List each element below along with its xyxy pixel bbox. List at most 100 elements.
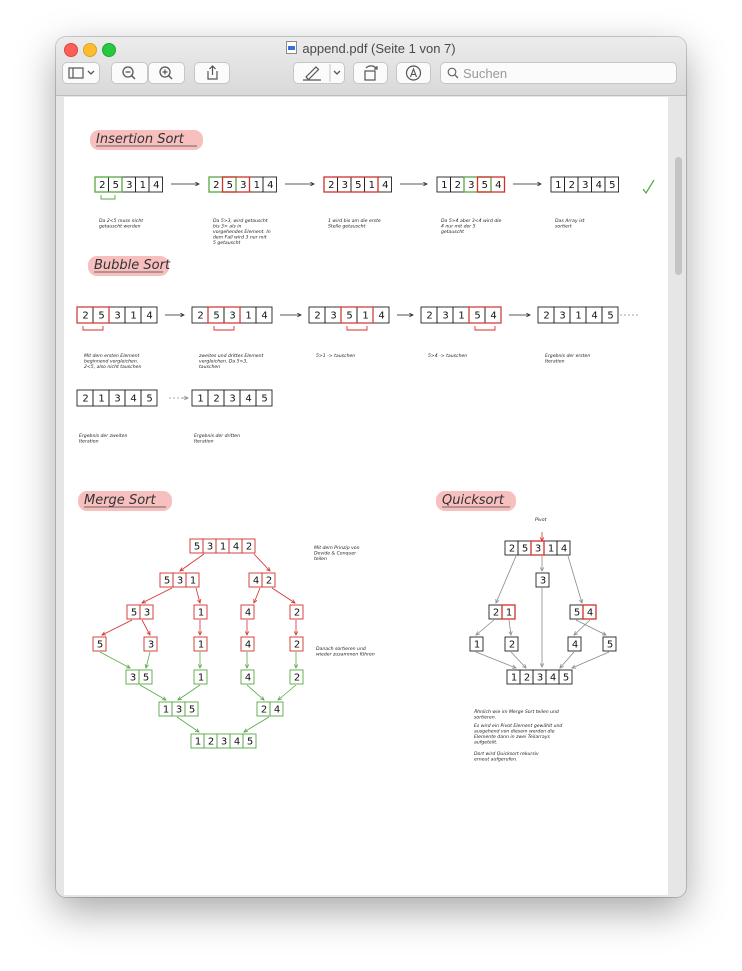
merge-arrow-head [197,664,203,669]
merge-array-value: 1 [220,542,226,553]
minimize-button[interactable] [83,43,97,57]
bubble-compare-box [468,306,502,324]
quick-array-value: 1 [474,640,480,651]
bubble-array-1-cell [140,306,158,324]
insertion-note: Da 2<5 muss nicht [99,218,143,224]
insertion-array-4-value: 2 [455,180,461,191]
merge-array-value: 2 [294,640,300,651]
bubble-array-4-value: 2 [426,311,432,322]
insertion-array-2-value: 4 [267,180,273,191]
merge-array-cell [240,669,255,685]
merge-arrow-head [266,567,271,572]
merge-array-cell [289,636,304,652]
share-button[interactable] [194,62,230,84]
bubble-array-2-value: 4 [261,311,267,322]
merge-arrow [176,716,200,733]
bubble-note: 2<5, also nicht tauschen [84,364,141,370]
quick-arrow-head [539,663,545,668]
search-input[interactable]: Suchen [440,62,677,84]
quick-arrow-head [511,664,517,669]
insertion-step-arrow-head [195,181,200,187]
close-button[interactable] [64,43,78,57]
insertion-array-4-value: 4 [495,180,501,191]
quick-array-value: 2 [509,544,515,555]
merge-array-value: 1 [198,673,204,684]
sidebar-toggle-button[interactable] [62,62,100,84]
bubble-note: zweites und drittes Element [198,353,264,359]
insertion-array-4-value: 1 [441,180,447,191]
quick-array-value: 3 [537,673,543,684]
insertion-step-arrow-head [423,181,428,187]
bubble-array-5-cell [601,306,619,324]
merge-arrow [177,684,201,701]
merge-array-cell [193,604,208,620]
quick-arrow [575,619,607,636]
bubble-note: Ergebnis der dritten [194,433,240,439]
merge-arrow [141,619,151,636]
merge-arrow-head [244,631,250,636]
merge-array-value: 4 [233,542,239,553]
merge-array-value: 1 [190,576,196,587]
bubble-note: Ergebnis der zweiten [79,433,127,439]
bubble-bracket [346,326,368,331]
merge-array-value: 1 [163,705,169,716]
bubble-note: 5>4 -> tauschen [428,353,467,359]
bubble-array-3-value: 2 [314,311,320,322]
annotate-button[interactable] [396,62,431,84]
zoom-in-button[interactable] [148,62,185,84]
insertion-note: bis 3> als in [213,224,241,230]
bubble-array-2-value: 5 [213,311,219,322]
bubble-array-7-cell [255,389,273,407]
merge-arrow-head [177,696,183,701]
title-bar: append.pdf (Seite 1 von 7) [56,37,686,96]
merge-arrow [101,619,133,636]
bubble-array-1-value: 4 [146,311,152,322]
quick-arrow [567,555,583,604]
insertion-array-2-value: 3 [240,180,246,191]
insertion-array-2-value: 1 [254,180,260,191]
quick-array-value: 4 [587,608,593,619]
bubble-array-2-value: 3 [229,311,235,322]
zoom-out-button[interactable] [111,62,148,84]
merge-arrow [271,587,296,604]
bubble-array-7-value: 3 [229,394,235,405]
quick-array-cell [567,636,582,652]
insertion-array-5-value: 4 [596,180,602,191]
insertion-array-3-value: 5 [355,180,361,191]
merge-array-value: 2 [261,705,267,716]
bubble-array-2-value: 2 [197,311,203,322]
bubble-array-4-value: 5 [474,311,480,322]
zoom-button[interactable] [102,43,116,57]
insertion-array-5-value: 1 [555,180,561,191]
insertion-array-5-value: 3 [582,180,588,191]
merge-arrow [145,651,151,669]
quick-arrow [475,651,517,669]
quick-array-value: 1 [511,673,517,684]
bubble-note: vergleichen. Da 5>3, [199,359,248,365]
insertion-array-1-value: 2 [99,180,105,191]
quick-arrow [571,651,610,669]
quick-arrow [475,619,495,636]
vertical-scrollbar[interactable] [675,157,682,275]
bubble-array-3-value: 4 [378,311,384,322]
merge-array-value: 3 [207,542,213,553]
merge-array-value: 5 [247,737,253,748]
merge-arrow [195,587,201,604]
bubble-note: Ergebnis der ersten [545,353,590,359]
quick-array-value: 2 [524,673,530,684]
merge-array-cell [269,701,284,717]
insertion-swap-box [323,176,379,193]
bubble-bracket [82,326,104,331]
merge-array-value: 3 [177,576,183,587]
insertion-note: 4 nur mit der 5 [441,224,476,230]
merge-arrow-head [290,599,296,604]
quick-note: aufgeteilt. [474,740,498,746]
merge-arrow-head [144,664,149,669]
pivot-label: Pivot [535,517,547,523]
quicksort-heading: Quicksort [442,493,505,508]
rotate-button[interactable] [353,62,388,84]
chevron-down-icon [333,70,341,75]
markup-button[interactable] [293,62,345,84]
